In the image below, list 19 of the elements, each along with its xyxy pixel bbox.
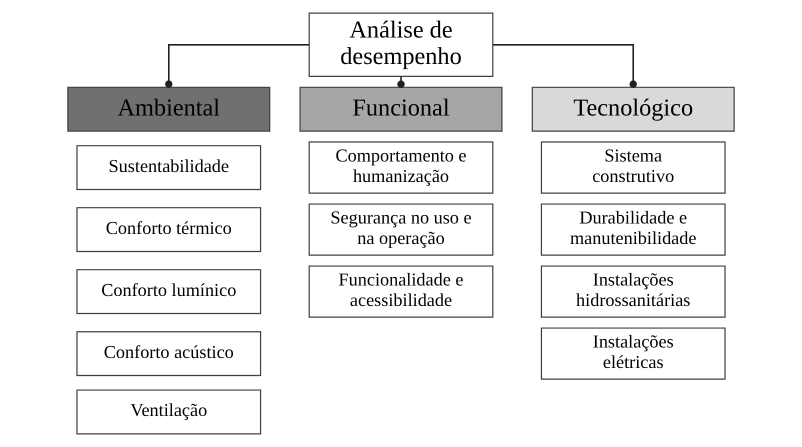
node-box: Conforto térmico: [76, 207, 262, 252]
node-box: Sistema construtivo: [540, 141, 726, 194]
node-box: Ventilação: [76, 389, 262, 434]
connector: [493, 44, 637, 88]
node-box: Funcionalidade e acessibilidade: [308, 265, 494, 318]
node-box: Instalações hidrossanitárias: [540, 265, 726, 318]
node-box: Instalações elétricas: [540, 327, 726, 380]
node-box: Segurança no uso e na operação: [308, 203, 494, 256]
node-box: Tecnológico: [532, 86, 735, 132]
node-box: Ambiental: [67, 86, 270, 132]
node-box: Análise de desempenho: [308, 12, 494, 77]
node-box: Conforto acústico: [76, 331, 262, 376]
node-box: Funcional: [299, 86, 503, 132]
connector: [165, 44, 309, 88]
node-box: Conforto lumínico: [76, 269, 262, 314]
node-box: Comportamento e humanização: [308, 141, 494, 194]
node-box: Durabilidade e manutenibilidade: [540, 203, 726, 256]
node-box: Sustentabilidade: [76, 145, 262, 190]
connector: [397, 76, 405, 88]
